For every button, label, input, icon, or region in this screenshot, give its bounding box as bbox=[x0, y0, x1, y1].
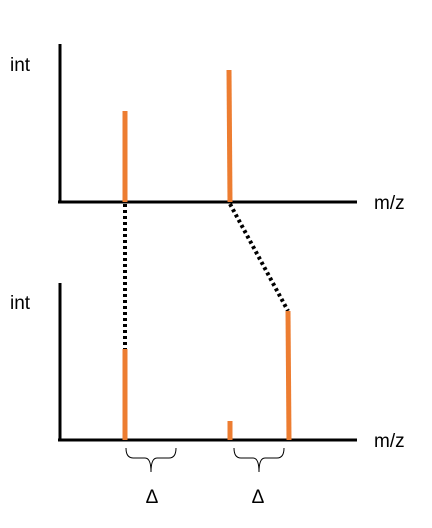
bottom-spectrum-panel: int m/z bbox=[10, 283, 405, 452]
delta-label-1: Δ bbox=[146, 487, 159, 508]
bottom-y-axis-label: int bbox=[10, 293, 31, 314]
bottom-peak-2 bbox=[285, 310, 292, 441]
top-peak-2 bbox=[226, 69, 233, 203]
top-x-axis-label: m/z bbox=[374, 193, 405, 214]
top-spectrum-panel: int m/z bbox=[10, 44, 405, 214]
bottom-x-axis-label: m/z bbox=[374, 431, 405, 452]
delta-brace-2 bbox=[233, 447, 285, 473]
delta-label-2: Δ bbox=[252, 487, 265, 508]
delta-brace-1 bbox=[125, 447, 177, 473]
top-y-axis-label: int bbox=[10, 55, 31, 76]
connector-shifted-peak bbox=[228, 203, 290, 312]
